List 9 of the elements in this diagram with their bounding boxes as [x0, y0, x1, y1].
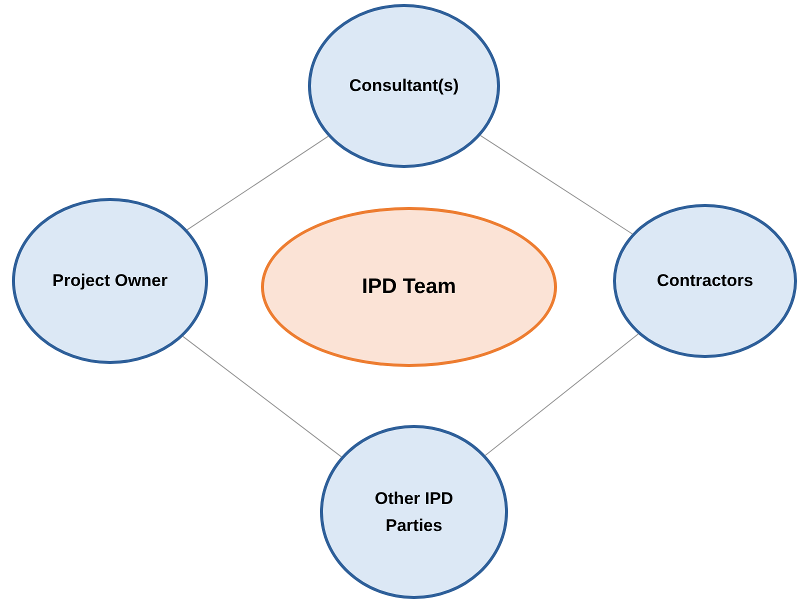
node-label: Project Owner — [52, 270, 168, 292]
connector-line — [186, 136, 329, 230]
node-label: IPD Team — [362, 274, 456, 300]
connector-line — [484, 334, 639, 456]
node-label: Consultant(s) — [349, 75, 459, 98]
connector-line — [480, 135, 633, 234]
connector-line — [182, 336, 342, 458]
node-label: Other IPD Parties — [374, 488, 454, 537]
node-label: Contractors — [656, 270, 754, 292]
